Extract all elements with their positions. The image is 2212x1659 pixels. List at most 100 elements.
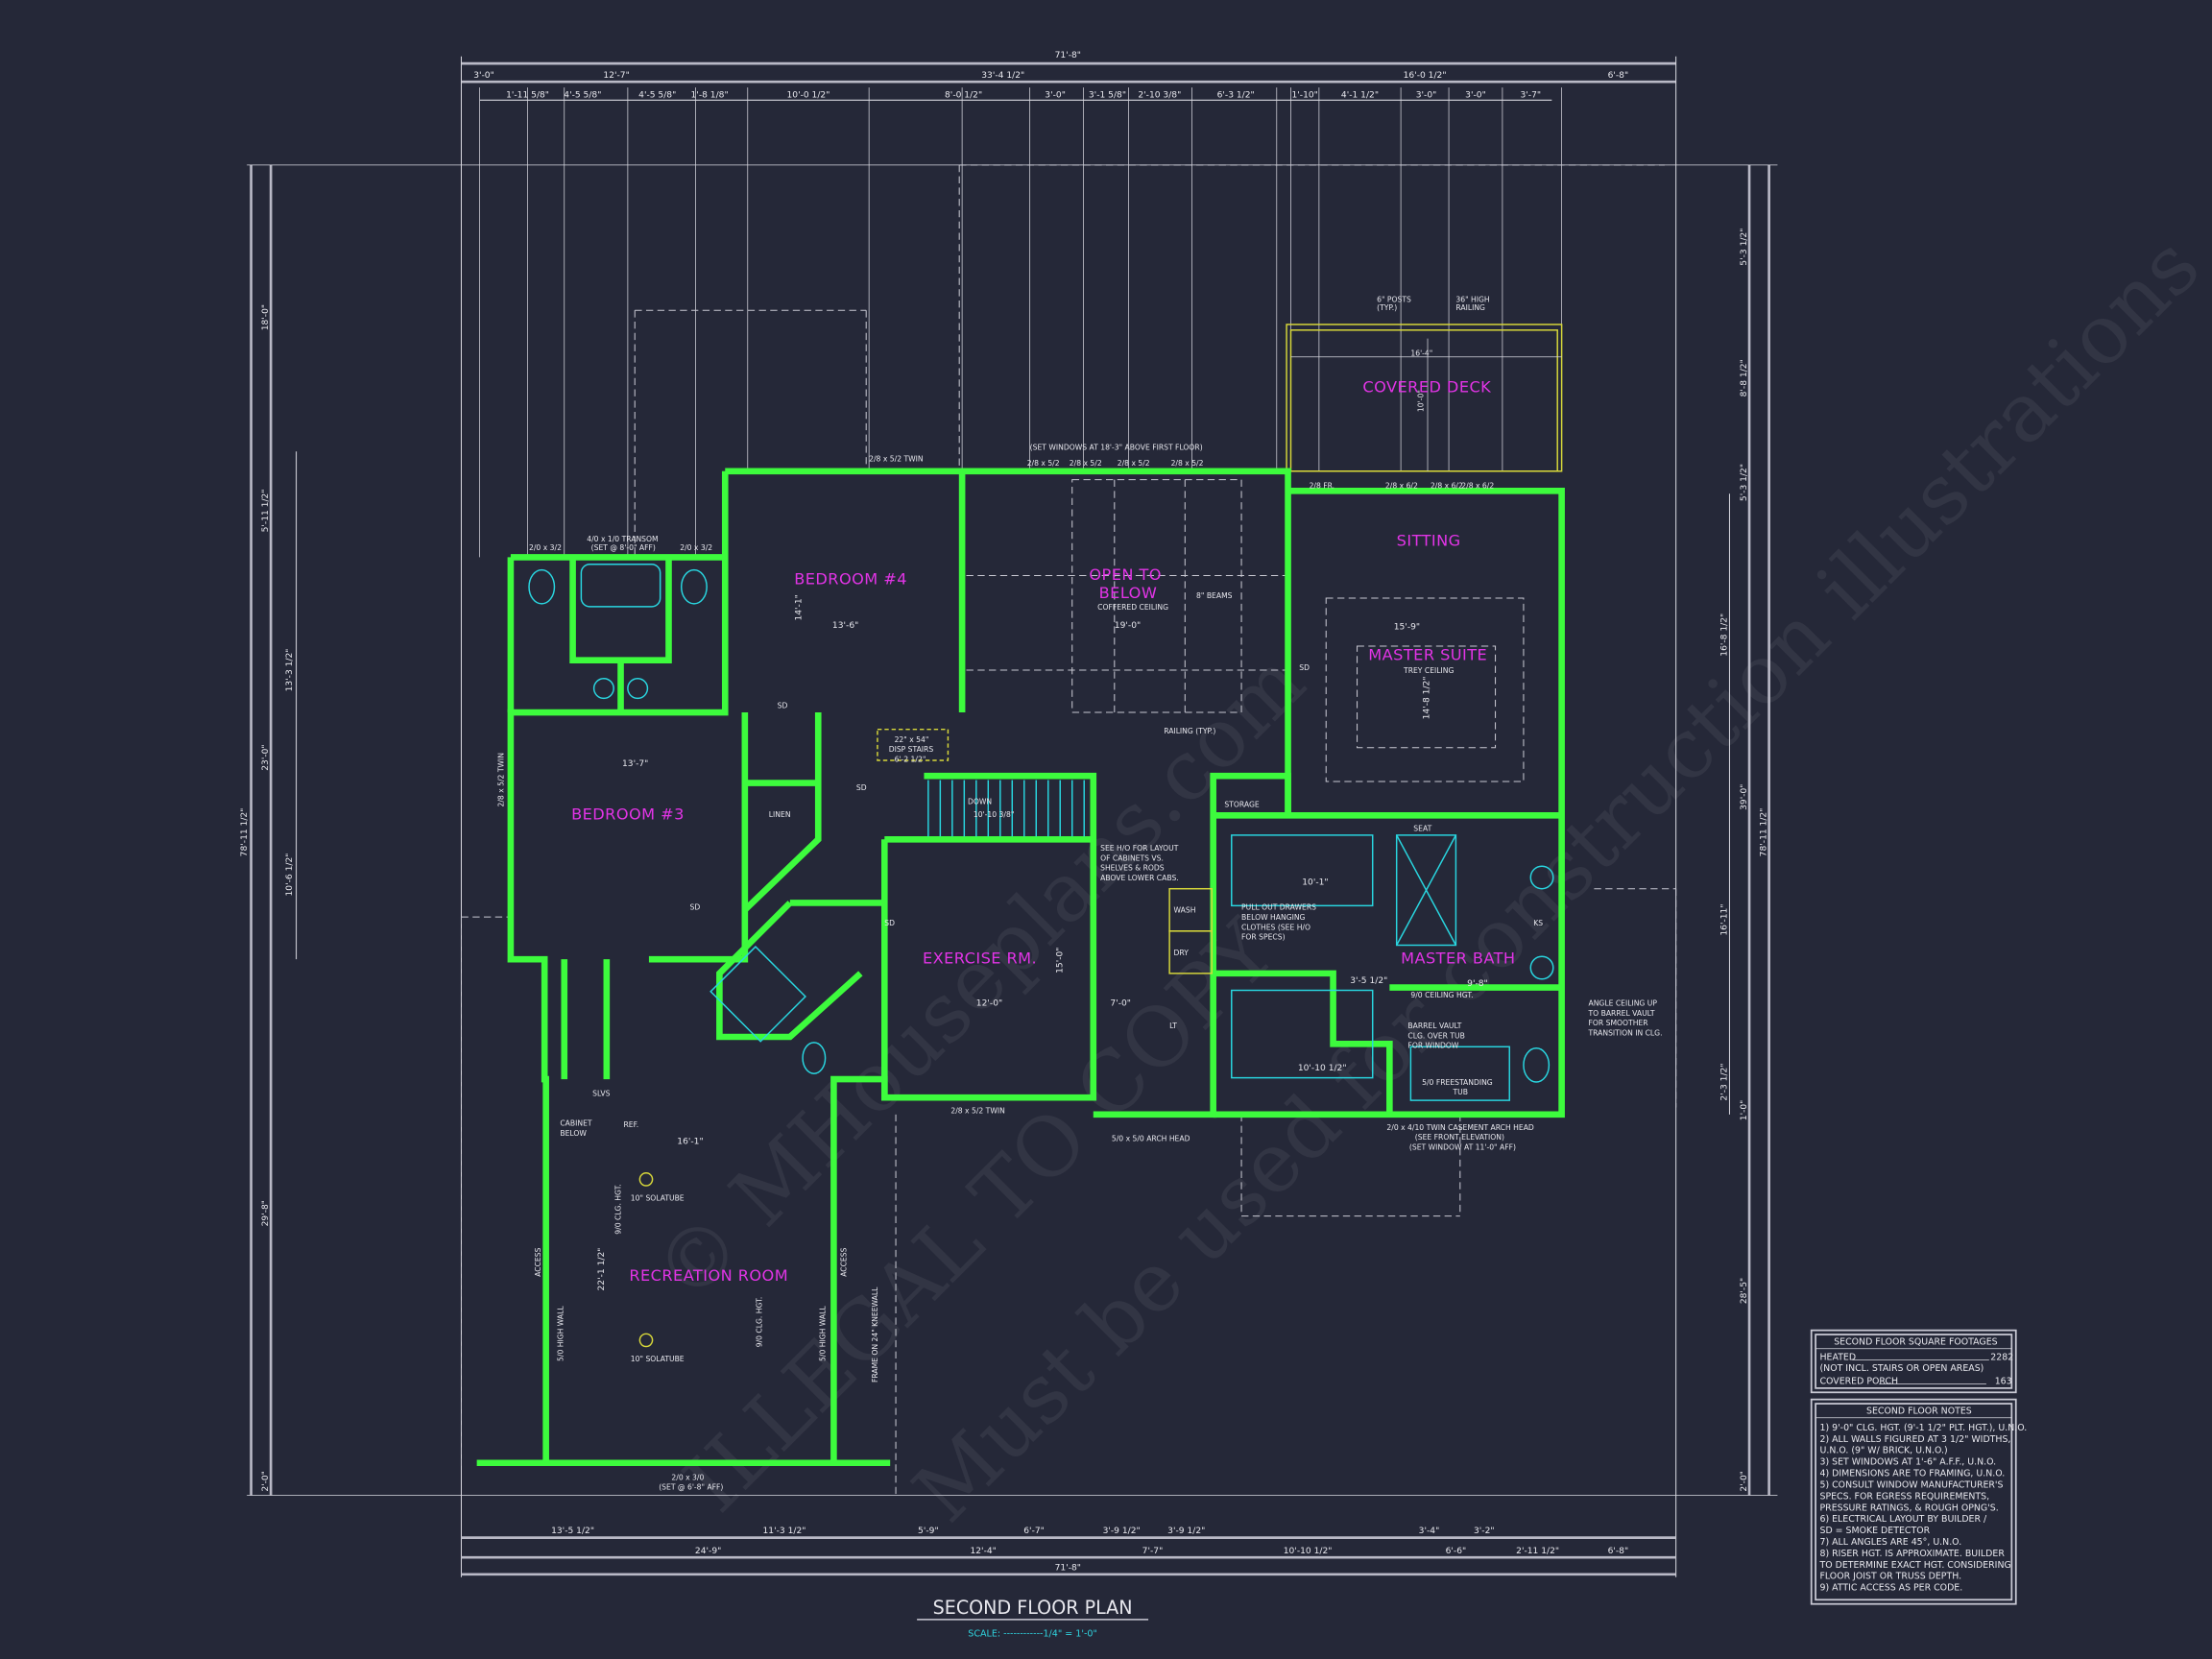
dimension-left: 23'-0" (261, 744, 271, 770)
room-open-to-below-2: BELOW (1099, 584, 1158, 602)
svg-text:14'-8 1/2": 14'-8 1/2" (1422, 676, 1431, 719)
svg-text:SD: SD (778, 702, 788, 710)
bathtub-icon (1409, 1046, 1510, 1101)
dimension-bottom: 10'-10 1/2" (1284, 1547, 1333, 1556)
svg-text:7'-0": 7'-0" (1110, 999, 1131, 1009)
drawing-scale: SCALE: ------------1/4" = 1'-0" (968, 1628, 1097, 1639)
heated-label: HEATED (1820, 1352, 1857, 1362)
note-line: 8) RISER HGT. IS APPROXIMATE. BUILDER (1820, 1549, 2006, 1559)
toilet-icon (802, 1042, 827, 1074)
dimension-bottom: 3'-9 1/2" (1103, 1527, 1141, 1536)
svg-text:RAILING (TYP.): RAILING (TYP.) (1164, 727, 1215, 735)
dimension-right: 8'-8 1/2" (1740, 359, 1749, 397)
dimension-labels: 71'-8"3'-0"12'-7"33'-4 1/2"16'-0 1/2"6'-… (240, 51, 1769, 1573)
room-master-bath: MASTER BATH (1401, 950, 1515, 968)
solatube-icon (638, 1172, 654, 1187)
svg-text:14'-1": 14'-1" (795, 594, 805, 620)
svg-text:9'-8": 9'-8" (1467, 979, 1488, 989)
dimension-top: 6'-3 1/2" (1217, 90, 1255, 100)
svg-text:2/8 FR.: 2/8 FR. (1310, 481, 1335, 490)
covered-deck-outline (1286, 324, 1563, 472)
dimension-top: 4'-5 5/8" (638, 90, 676, 100)
note-line: 9) ATTIC ACCESS AS PER CODE. (1820, 1583, 1963, 1594)
closet-rods (1231, 834, 1374, 907)
room-sitting: SITTING (1397, 532, 1461, 550)
stairs-icon (927, 780, 1085, 837)
bathtub-icon (709, 946, 806, 1043)
notes-title: SECOND FLOOR NOTES (1866, 1406, 1972, 1416)
note-line: FLOOR JOIST OR TRUSS DEPTH. (1820, 1572, 1962, 1582)
dimension-right: 5'-3 1/2" (1740, 228, 1749, 266)
svg-text:DOWN: DOWN (968, 798, 992, 806)
svg-text:2/8 x 5/2 TWIN: 2/8 x 5/2 TWIN (950, 1106, 1004, 1115)
svg-text:WASH: WASH (1174, 906, 1196, 915)
dimension-top: 3'-0" (1465, 90, 1486, 100)
svg-text:2/0 x 4/10 TWIN CASEMENT ARCH: 2/0 x 4/10 TWIN CASEMENT ARCH HEAD (1386, 1123, 1534, 1132)
svg-text:2/0 x 3/2: 2/0 x 3/2 (529, 543, 562, 552)
note-line: 7) ALL ANGLES ARE 45°, U.N.O. (1820, 1537, 1962, 1548)
room-bedroom-3: BEDROOM #3 (571, 805, 685, 824)
dimension-top: 1'-11 5/8" (506, 90, 549, 100)
square-footage-table: SECOND FLOOR SQUARE FOOTAGES HEATED 2282… (1810, 1329, 2017, 1394)
svg-text:9/0 CLG. HGT.: 9/0 CLG. HGT. (614, 1184, 623, 1235)
dimension-left: 2'-0" (261, 1471, 271, 1492)
svg-text:2/8 x 5/2: 2/8 x 5/2 (1171, 459, 1204, 468)
dimension-top: 3'-0" (1416, 90, 1437, 100)
svg-text:(SET WINDOW AT 11'-0" AFF): (SET WINDOW AT 11'-0" AFF) (1409, 1143, 1516, 1152)
svg-text:COFFERED CEILING: COFFERED CEILING (1097, 603, 1168, 612)
toilet-icon (680, 568, 708, 605)
svg-text:BARREL VAULT: BARREL VAULT (1407, 1022, 1461, 1030)
dimension-top: 3'-1 5/8" (1089, 90, 1126, 100)
heated-value: 2282 (1990, 1352, 2013, 1362)
note-line: SPECS. FOR EGRESS REQUIREMENTS, (1820, 1491, 1990, 1502)
dimension-bottom: 3'-9 1/2" (1167, 1527, 1205, 1536)
room-covered-deck: COVERED DECK (1362, 377, 1491, 396)
svg-text:9/0 CEILING HGT.: 9/0 CEILING HGT. (1410, 991, 1473, 999)
svg-text:3'-5 1/2": 3'-5 1/2" (1350, 976, 1387, 986)
svg-text:STORAGE: STORAGE (1224, 800, 1259, 808)
dimension-bottom: 3'-4" (1419, 1527, 1440, 1536)
dimension-right: 2'-0" (1740, 1471, 1749, 1492)
dimension-right: 78'-11 1/2" (1760, 808, 1769, 857)
room-open-to-below: OPEN TO (1089, 565, 1162, 584)
svg-text:16'-1": 16'-1" (677, 1138, 703, 1147)
svg-text:2/8 x 5/2 TWIN: 2/8 x 5/2 TWIN (869, 454, 923, 463)
svg-text:LINEN: LINEN (769, 810, 791, 819)
dimension-right: 1'-0" (1740, 1100, 1749, 1121)
dimension-overall-top: 71'-8" (1055, 51, 1081, 60)
closet-rods (1231, 989, 1374, 1079)
svg-text:ANGLE CEILING UP: ANGLE CEILING UP (1589, 999, 1658, 1008)
svg-text:2/0 x 3/2: 2/0 x 3/2 (680, 543, 712, 552)
svg-text:13'-7": 13'-7" (622, 759, 648, 769)
dimension-top: 12'-7" (603, 71, 629, 81)
svg-text:10'-1": 10'-1" (1302, 878, 1328, 887)
svg-text:BELOW HANGING: BELOW HANGING (1241, 913, 1306, 922)
svg-text:CLOTHES (SEE H/O: CLOTHES (SEE H/O (1241, 923, 1310, 931)
svg-text:2/8 x 5/2 TWIN: 2/8 x 5/2 TWIN (497, 753, 506, 806)
svg-text:36" HIGH: 36" HIGH (1455, 295, 1489, 303)
svg-text:4/0 x 1/0 TRANSOM: 4/0 x 1/0 TRANSOM (587, 535, 658, 543)
room-recreation: RECREATION ROOM (629, 1266, 788, 1285)
svg-text:22" x 54": 22" x 54" (895, 735, 929, 744)
svg-text:(TYP.): (TYP.) (1377, 303, 1397, 312)
dimension-right: 16'-11" (1720, 903, 1730, 935)
dimension-right: 2'-3 1/2" (1720, 1063, 1730, 1100)
sink-icon (1529, 865, 1554, 890)
dimension-bottom: 3'-2" (1474, 1527, 1495, 1536)
svg-text:CLG. OVER TUB: CLG. OVER TUB (1407, 1031, 1464, 1040)
toilet-icon (528, 568, 556, 605)
dimension-top: 3'-7" (1520, 90, 1541, 100)
dimension-top: 10'-0 1/2" (786, 90, 830, 100)
drawing-title-block: SECOND FLOOR PLAN SCALE: ------------1/4… (917, 1597, 1149, 1639)
dimension-overall-bottom: 71'-8" (1055, 1563, 1081, 1573)
svg-text:ACCESS: ACCESS (840, 1247, 849, 1276)
svg-text:2/0 x 3/0: 2/0 x 3/0 (671, 1473, 704, 1481)
note-line: U.N.O. (9" W/ BRICK, U.N.O.) (1820, 1446, 1948, 1456)
svg-text:22'-1 1/2": 22'-1 1/2" (597, 1248, 607, 1291)
svg-text:SLVS: SLVS (592, 1090, 610, 1098)
svg-text:DISP STAIRS: DISP STAIRS (889, 745, 934, 754)
svg-text:10" SOLATUBE: 10" SOLATUBE (631, 1193, 685, 1202)
svg-text:19'-0": 19'-0" (1115, 621, 1141, 631)
svg-text:6" POSTS: 6" POSTS (1377, 295, 1411, 303)
